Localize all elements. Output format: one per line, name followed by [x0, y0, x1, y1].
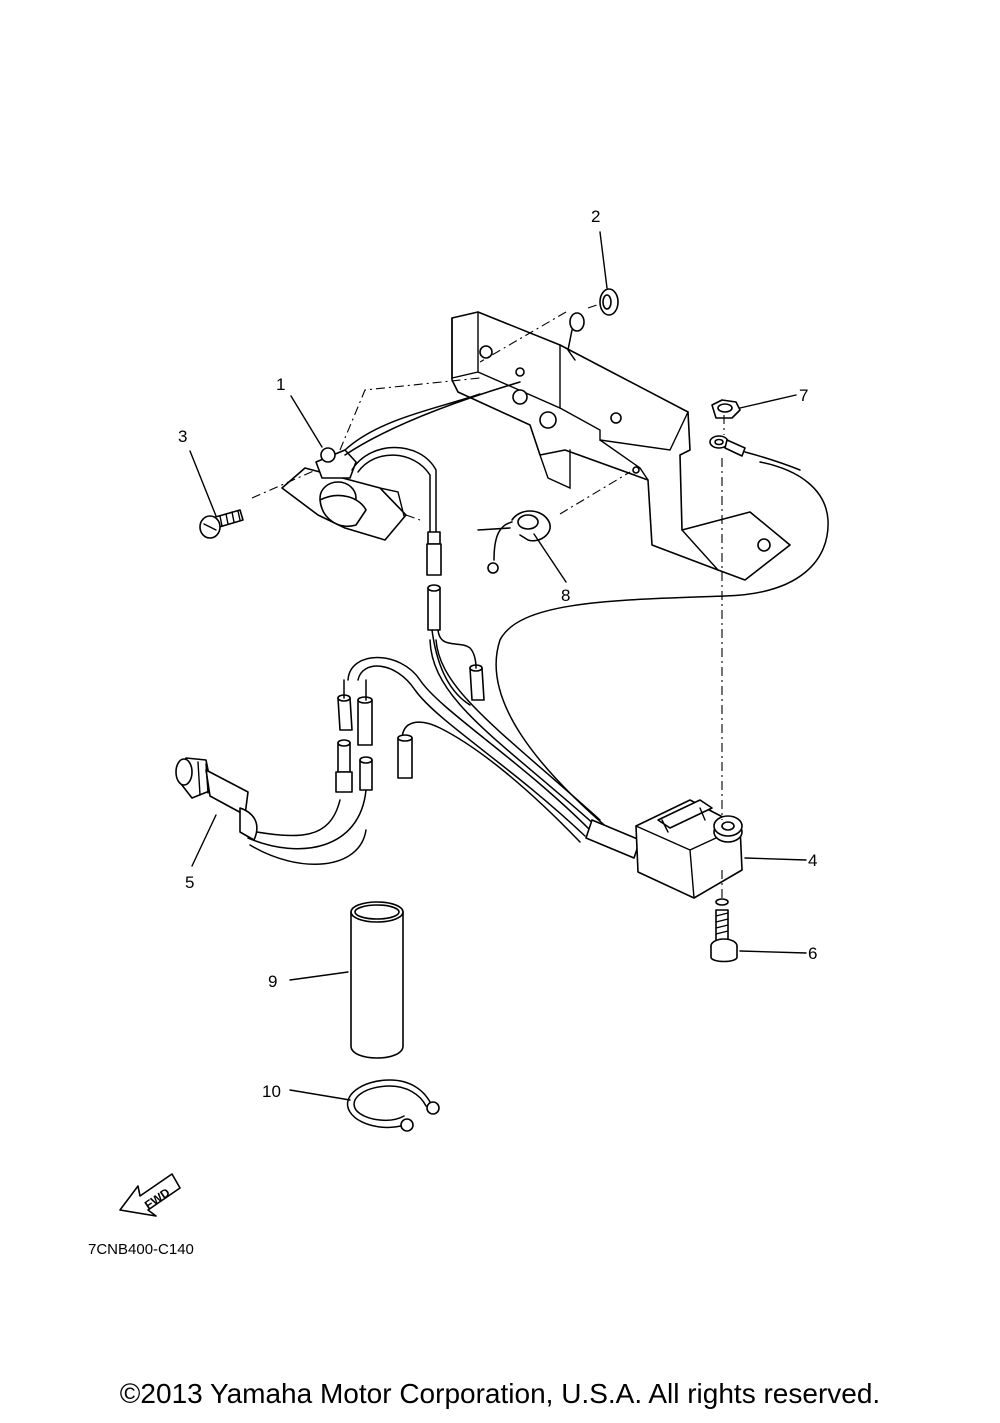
connector-part-5 [175, 757, 258, 841]
callout-4: 4 [808, 851, 817, 870]
callout-6: 6 [808, 944, 817, 963]
nut-part-7 [709, 399, 801, 471]
assembly-lines [251, 303, 725, 900]
callout-1: 1 [276, 375, 285, 394]
ground-lead [567, 312, 585, 361]
sleeve-part-9 [350, 901, 404, 1059]
callout-10: 10 [262, 1082, 281, 1101]
callout-numbers: 2 1 3 7 8 4 5 6 9 10 [178, 207, 817, 1101]
clamp-part-8 [477, 510, 551, 574]
callout-5: 5 [185, 873, 194, 892]
screw-part-3 [199, 509, 244, 539]
callout-8: 8 [561, 586, 570, 605]
fwd-arrow-icon: FWD [119, 1173, 181, 1217]
switch-wires [344, 381, 521, 576]
wire-harness [244, 461, 829, 865]
switch-part-1 [281, 447, 407, 541]
callout-9: 9 [268, 972, 277, 991]
mounting-bracket [451, 311, 791, 581]
callout-2: 2 [591, 207, 600, 226]
control-unit-part-4 [635, 799, 743, 899]
callout-7: 7 [799, 386, 808, 405]
leader-lines [189, 231, 807, 1101]
copyright-notice: ©2013 Yamaha Motor Corporation, U.S.A. A… [119, 1378, 881, 1409]
bolt-part-6 [710, 898, 738, 963]
diagram-code: 7CNB400-C140 [88, 1241, 194, 1258]
band-clip-part-10 [347, 1079, 440, 1132]
callout-3: 3 [178, 427, 187, 446]
grommet-part-2 [599, 288, 619, 316]
